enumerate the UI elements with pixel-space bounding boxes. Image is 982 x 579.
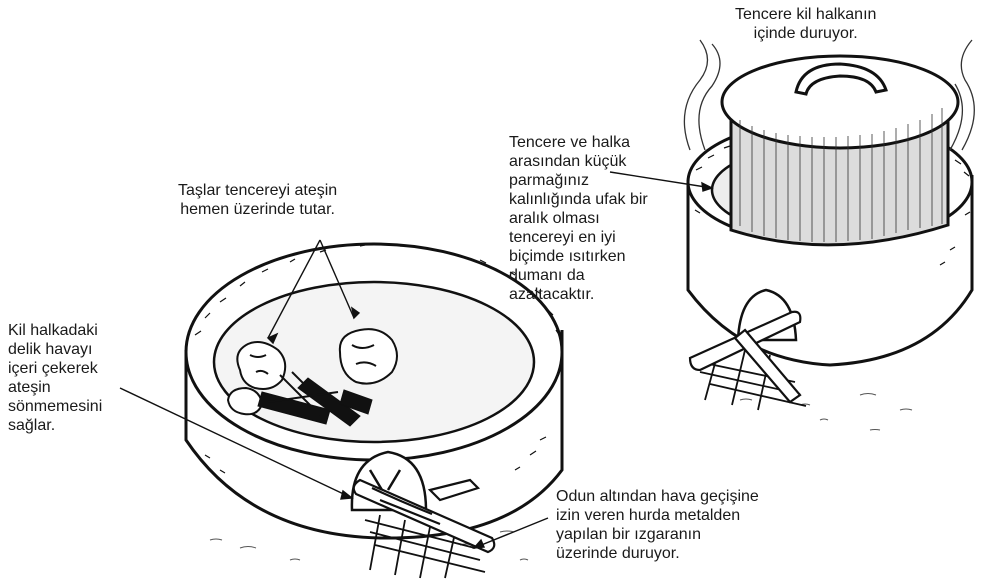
label-hole-note: Kil halkadaki delik havayı içeri çekerek… bbox=[8, 321, 102, 435]
label-gap-note: Tencere ve halka arasından küçük parmağı… bbox=[509, 133, 648, 304]
cooking-pot bbox=[722, 56, 958, 245]
stone-left-2 bbox=[340, 329, 397, 384]
stone-left-1 bbox=[237, 342, 285, 389]
label-pot-in-ring: Tencere kil halkanın içinde duruyor. bbox=[735, 5, 876, 43]
label-wood-note: Odun altından hava geçişine izin veren h… bbox=[556, 487, 759, 563]
label-stones-note: Taşlar tencereyi ateşin hemen üzerinde t… bbox=[178, 181, 337, 219]
stone-left-3 bbox=[228, 388, 262, 414]
